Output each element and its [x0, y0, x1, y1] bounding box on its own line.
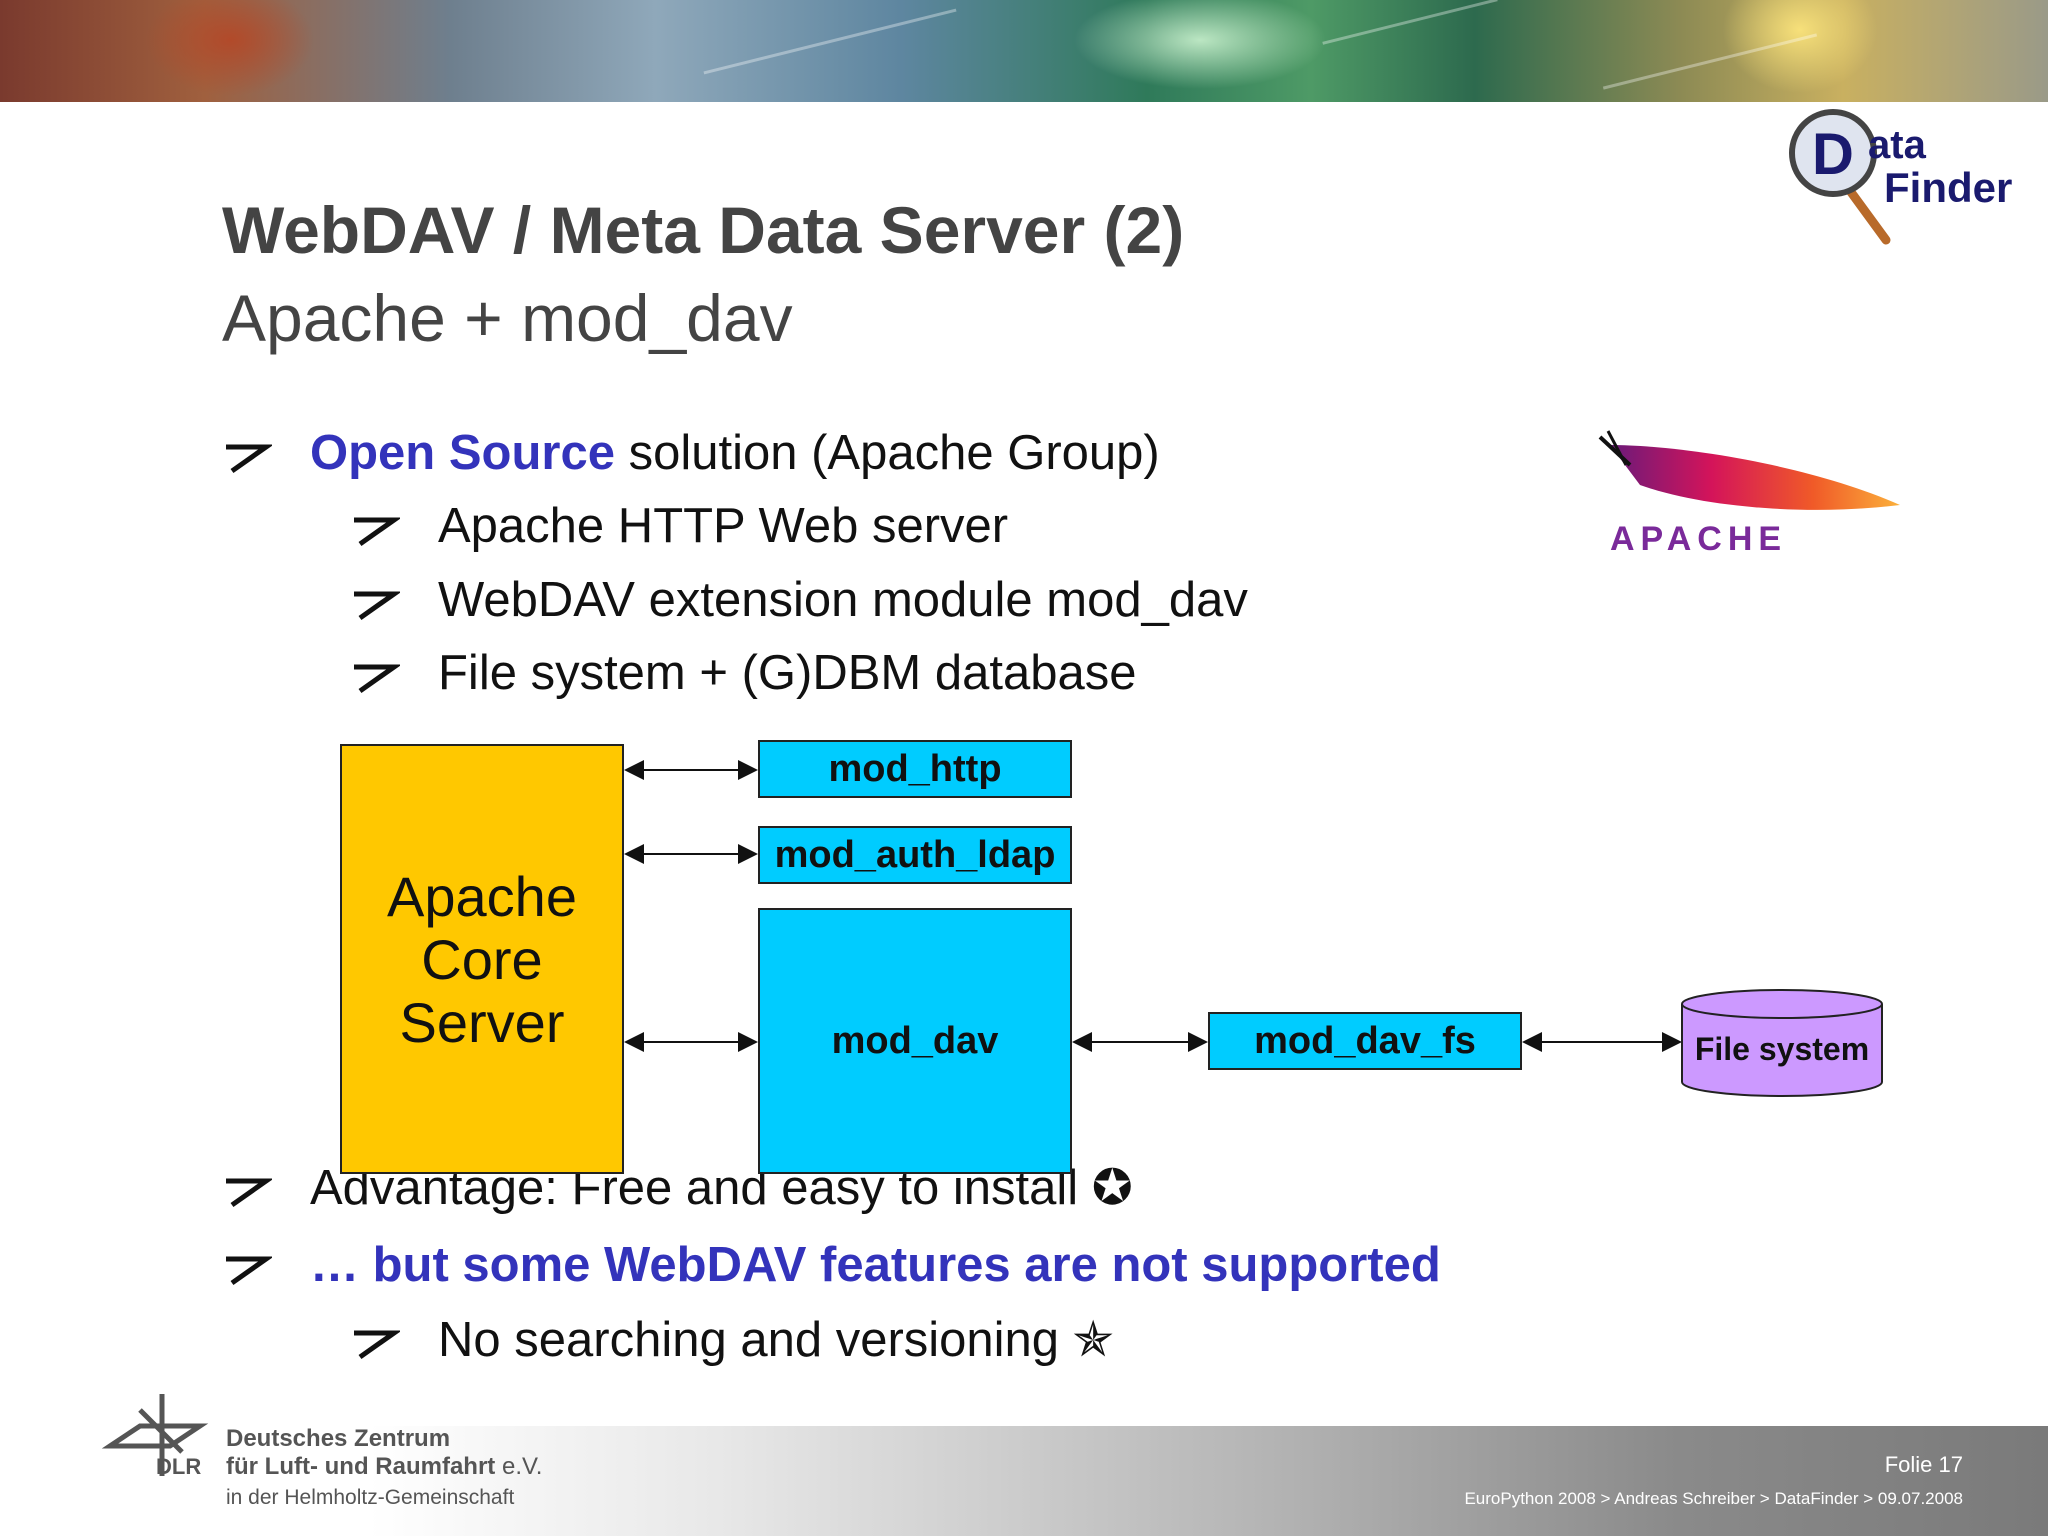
- org-name-line2: für Luft- und Raumfahrt e.V.: [226, 1453, 543, 1480]
- sub-bullet-http-server: Apache HTTP Web server: [354, 498, 1008, 554]
- slide-number: Folie 17: [1884, 1452, 1963, 1477]
- org-name-line1: Deutsches Zentrum: [226, 1425, 451, 1452]
- svg-text:ata: ata: [1868, 123, 1927, 167]
- bullet-not-supported: … but some WebDAV features are not suppo…: [226, 1237, 1441, 1293]
- datafinder-logo: D ata Finder: [1789, 109, 2012, 245]
- arrow-bullet-icon: [226, 1178, 272, 1208]
- dlr-logo-icon: [101, 1394, 209, 1476]
- apache-feather-logo: APACHE: [1598, 430, 1900, 555]
- svg-text:D: D: [1812, 122, 1854, 187]
- sub-bullet-webdav-module: WebDAV extension module mod_dav: [354, 572, 1248, 628]
- mod-dav-box: mod_dav: [758, 908, 1072, 1174]
- sub-bullet-no-searching: No searching and versioning ✯: [354, 1311, 1114, 1368]
- sub-bullet-file-system: File system + (G)DBM database: [354, 645, 1136, 701]
- svg-text:APACHE: APACHE: [1610, 520, 1787, 555]
- svg-text:File system: File system: [1695, 1031, 1869, 1067]
- footer-bar: [0, 1426, 2048, 1536]
- header-banner-image: [0, 0, 2048, 102]
- file-system-cylinder: File system: [1681, 989, 1883, 1097]
- footer-breadcrumb: EuroPython 2008 > Andreas Schreiber > Da…: [1464, 1489, 1963, 1508]
- mod-dav-fs-box: mod_dav_fs: [1208, 1012, 1522, 1070]
- arrow-bullet-icon: [226, 1256, 272, 1286]
- arrow-bullet-icon: [354, 1330, 400, 1360]
- slide-subtitle: Apache + mod_dav: [222, 281, 793, 355]
- mod-http-box: mod_http: [758, 740, 1072, 798]
- arrow-bullet-icon: [226, 444, 272, 474]
- bullet-open-source: Open Source solution (Apache Group): [226, 425, 1160, 481]
- apache-core-server-box: Apache Core Server: [340, 744, 624, 1174]
- arrow-bullet-icon: [354, 591, 400, 621]
- mod-auth-ldap-box: mod_auth_ldap: [758, 826, 1072, 884]
- svg-text:Finder: Finder: [1884, 164, 2012, 211]
- slide-title: WebDAV / Meta Data Server (2): [222, 193, 1185, 267]
- dlr-abbreviation: DLR: [156, 1454, 202, 1479]
- arrow-bullet-icon: [354, 517, 400, 547]
- org-name-line3: in der Helmholtz-Gemeinschaft: [226, 1486, 515, 1509]
- arrow-bullet-icon: [354, 664, 400, 694]
